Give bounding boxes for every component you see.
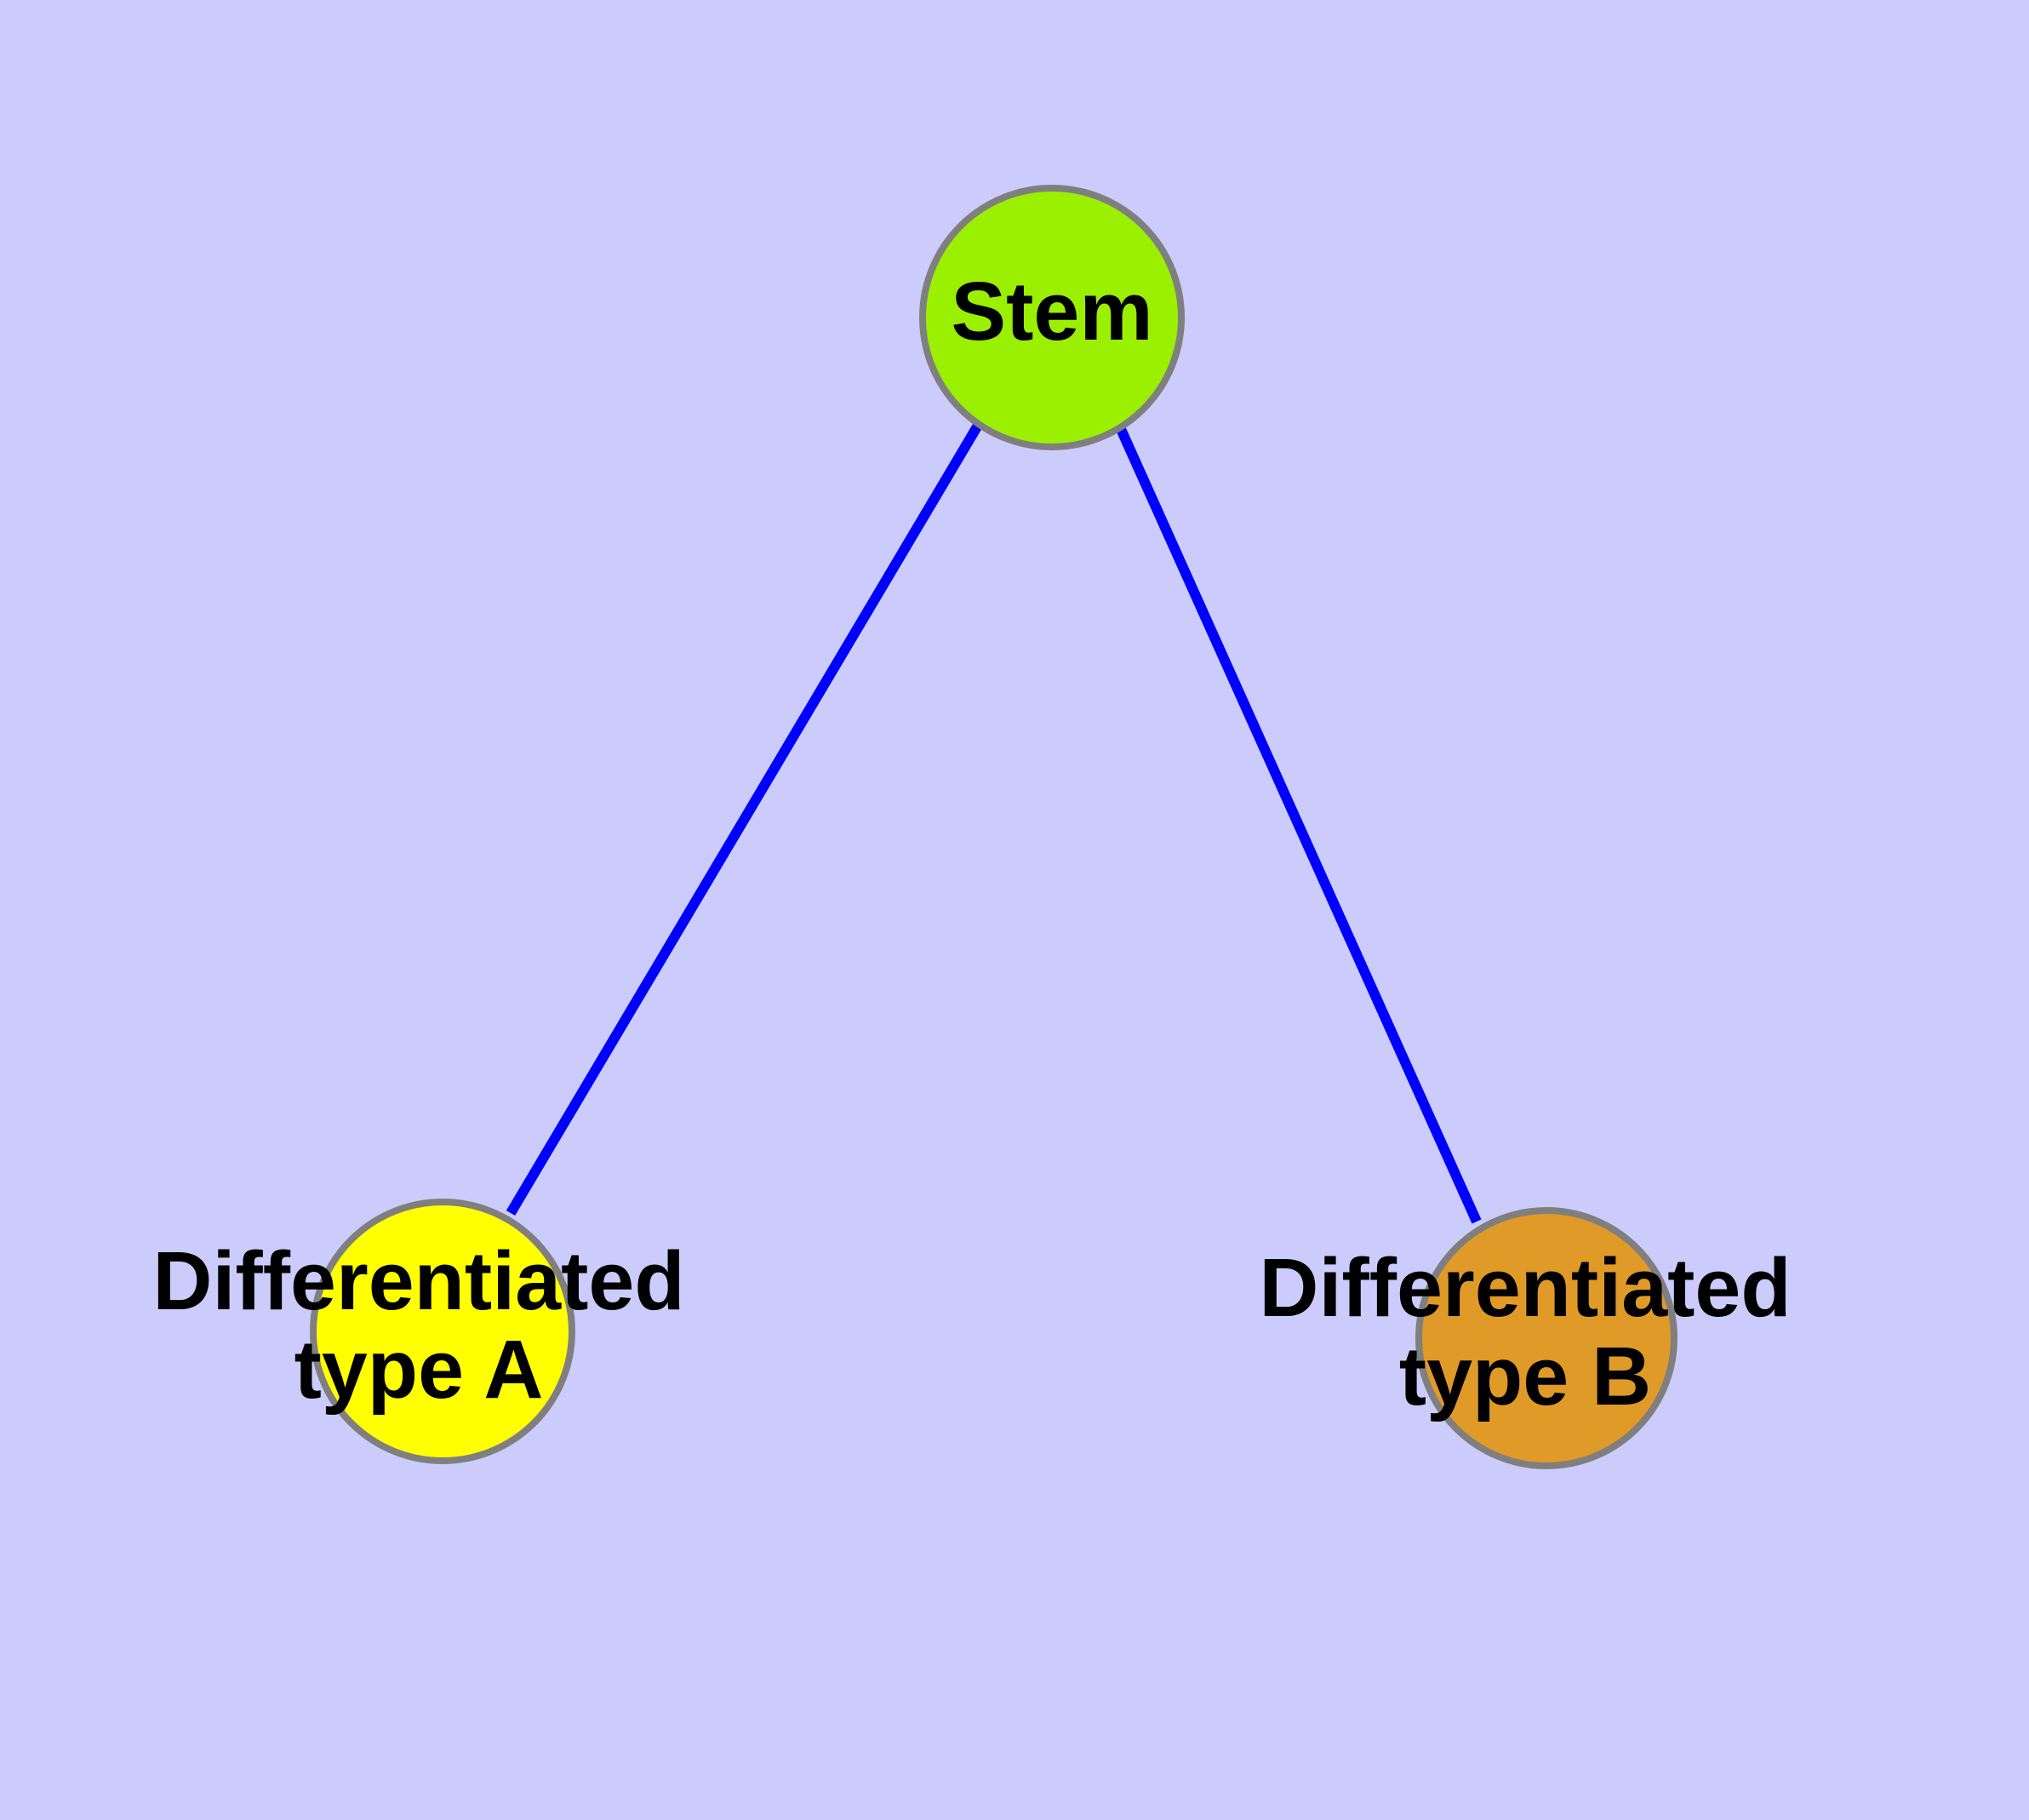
edge-stem-to-differentiated-type-b[interactable] [1112,417,1482,1224]
node-differentiated-type-b[interactable] [1415,1207,1677,1469]
node-layer [310,185,1677,1469]
edge-stem-to-differentiated-type-a[interactable] [506,421,984,1216]
node-label-line: Differentiated [1259,1241,1791,1334]
node-label-line: type B [1399,1330,1651,1422]
edge-layer [506,417,1482,1224]
node-label-line: Differentiated [152,1234,684,1327]
node-label-line: type A [294,1323,544,1416]
node-differentiated-type-a[interactable] [310,1199,575,1464]
node-stem[interactable] [919,185,1185,450]
node-label-line: Stem [951,265,1152,358]
node-label-stem: Stem [951,265,1152,358]
